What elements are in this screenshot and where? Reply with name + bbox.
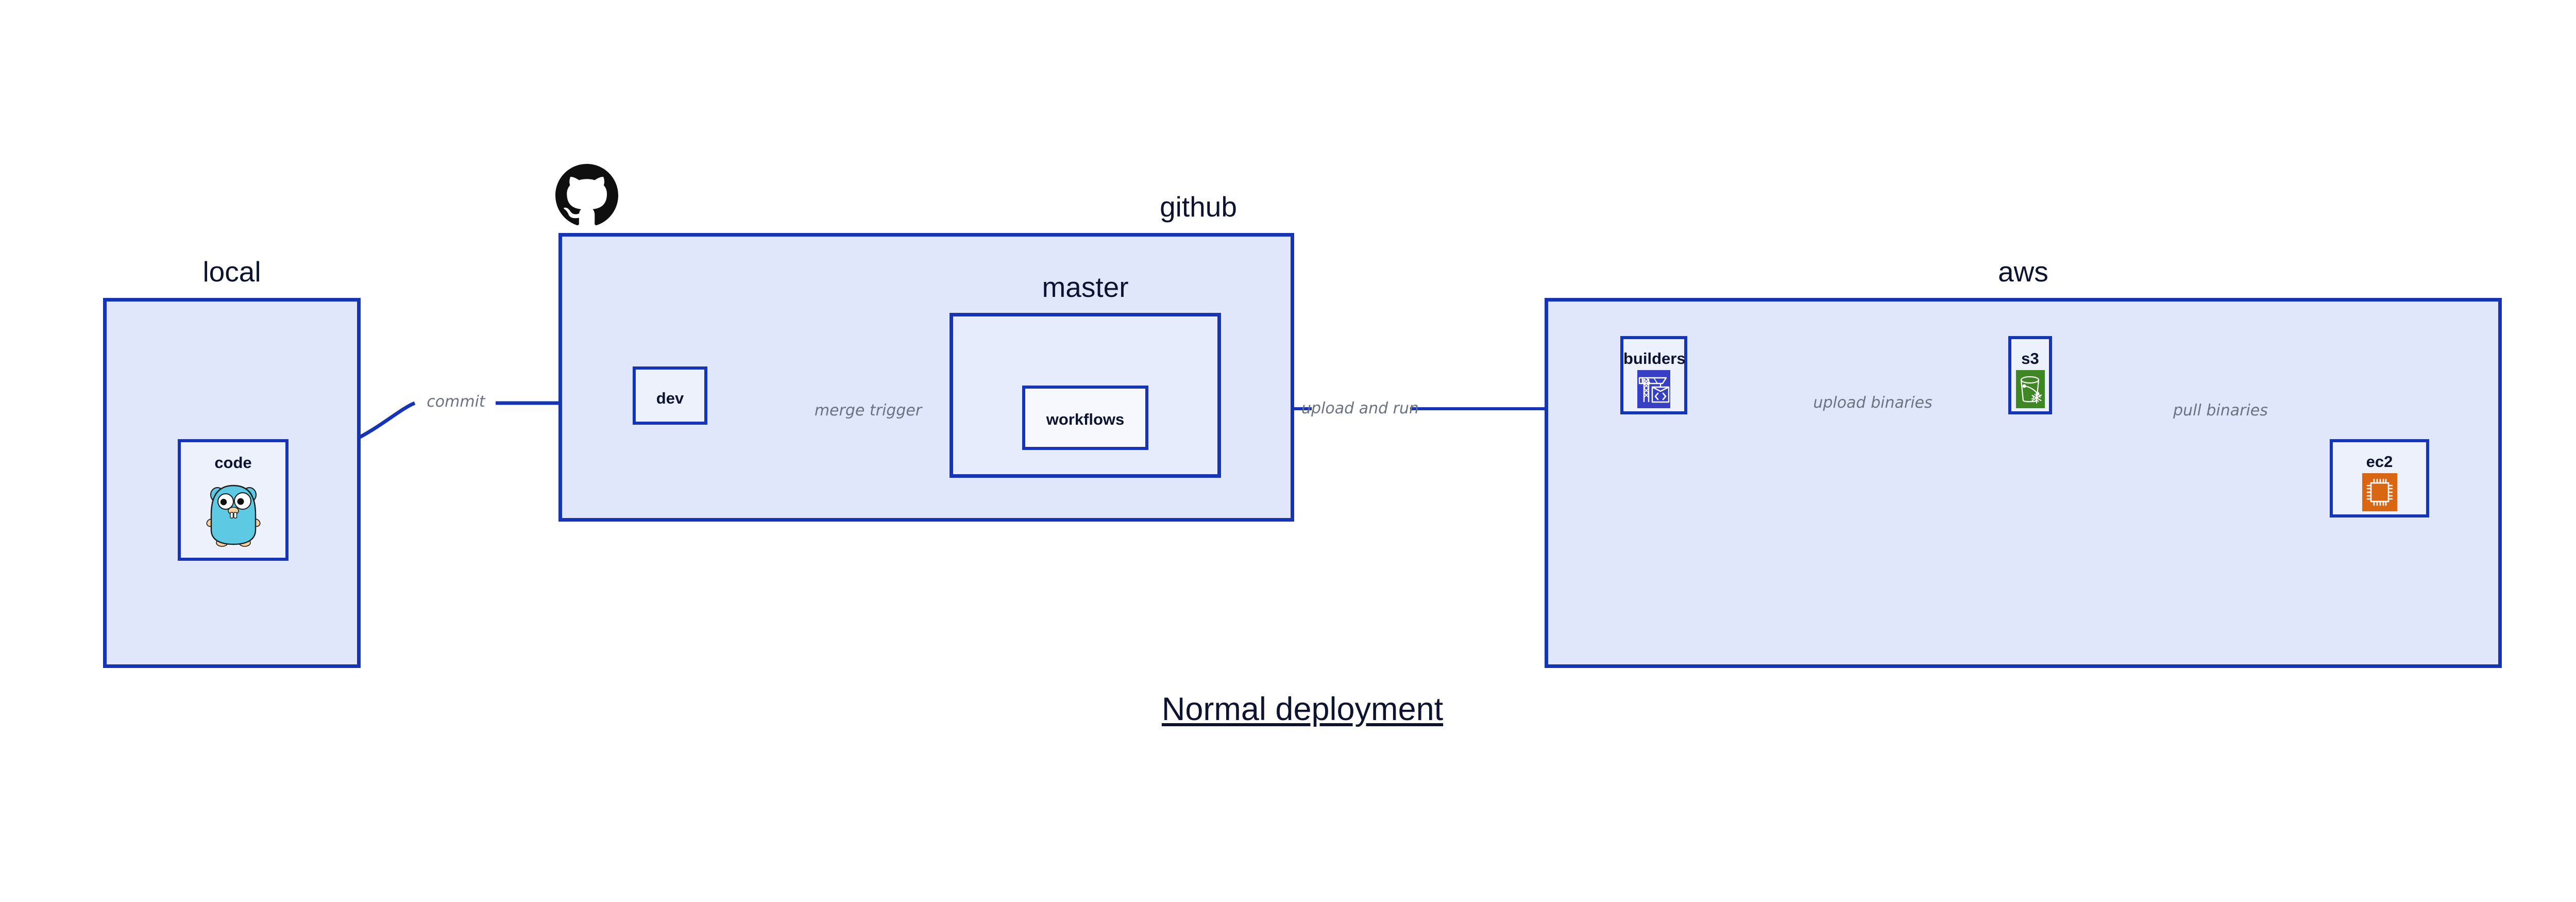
go-gopher-icon [205, 480, 262, 547]
diagram-title: Normal deployment [1161, 691, 1444, 727]
node-label-builders: builders [1623, 349, 1686, 368]
node-label-code: code [214, 454, 252, 472]
edge-label-pull-binaries: pull binaries [2173, 402, 2268, 420]
edge-label-merge-trigger: merge trigger [814, 402, 922, 420]
group-label-github: github [1160, 191, 1237, 223]
github-octocat-icon [555, 164, 618, 227]
node-box-dev[interactable]: dev [633, 366, 707, 425]
aws-ec2-icon [2362, 473, 2397, 511]
edge-label-commit: commit [427, 393, 485, 411]
node-label-dev: dev [656, 389, 684, 407]
node-box-s3[interactable]: s3 [2008, 336, 2052, 414]
aws-builders-icon [1637, 370, 1670, 408]
group-label-aws: aws [1998, 256, 2048, 288]
node-box-code[interactable]: code [178, 439, 289, 561]
edge-label-upload-and-run: upload and run [1301, 399, 1419, 417]
node-box-ec2[interactable]: ec2 [2330, 439, 2429, 517]
node-box-workflows[interactable]: workflows [1022, 386, 1148, 450]
edge-label-upload-binaries: upload binaries [1813, 394, 1933, 412]
node-box-builders[interactable]: builders [1620, 336, 1687, 414]
aws-s3-glacier-icon [2015, 370, 2045, 408]
node-label-ec2: ec2 [2366, 453, 2393, 471]
group-label-local: local [202, 256, 261, 288]
node-label-workflows: workflows [1046, 410, 1125, 428]
node-label-s3: s3 [2021, 349, 2039, 368]
group-label-master: master [1042, 271, 1129, 303]
